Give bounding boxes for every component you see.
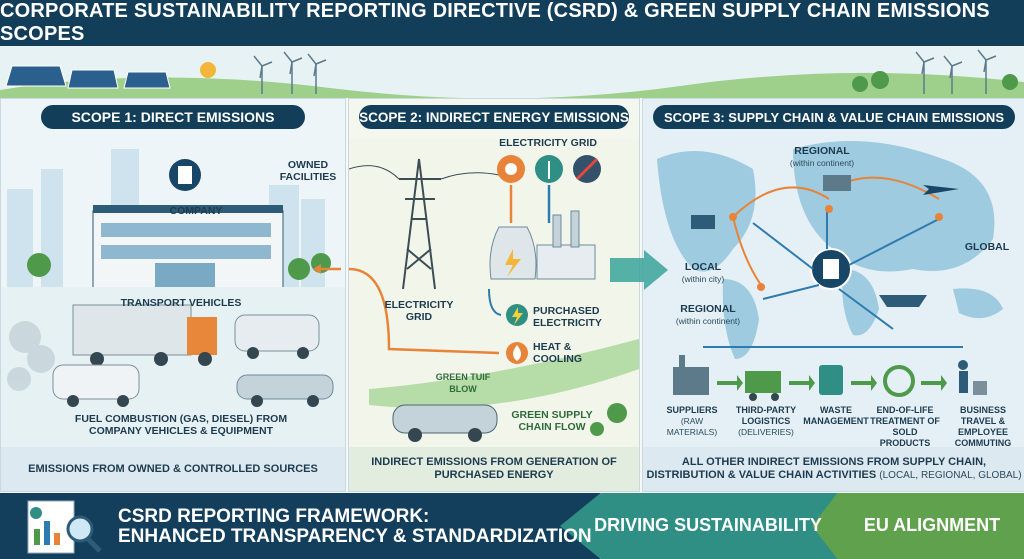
title-banner: CORPORATE SUSTAINABILITY REPORTING DIREC… — [0, 0, 1024, 46]
scope2-footer: INDIRECT EMISSIONS FROM GENERATION OF PU… — [349, 447, 639, 491]
purchased-electricity-label: PURCHASED ELECTRICITY — [533, 305, 602, 329]
delivery-van-icon — [52, 364, 140, 407]
scope1-illustration — [1, 149, 345, 447]
world-map — [657, 141, 1003, 359]
green-supply-chain-flow-label: GREEN SUPPLY CHAIN FLOW — [511, 409, 593, 433]
page-title: CORPORATE SUSTAINABILITY REPORTING DIREC… — [0, 0, 990, 45]
framework-line1: CSRD REPORTING FRAMEWORK: — [118, 506, 430, 527]
car-icon — [236, 374, 334, 407]
driving-sustainability-section — [560, 493, 850, 559]
hub-building-icon — [810, 248, 852, 290]
regional-mid-text: REGIONAL — [680, 303, 736, 315]
step-arrows — [717, 375, 947, 391]
flame-icon — [506, 342, 528, 364]
regional-top-sub: (within continent) — [789, 158, 855, 168]
company-icon — [169, 159, 201, 191]
step-suppliers-sub: (RAW MATERIALS) — [666, 416, 718, 437]
green-flow-band — [369, 339, 639, 409]
local-sub: (within city) — [681, 274, 725, 284]
step-logistics-text: THIRD-PARTY LOGISTICS — [735, 405, 797, 426]
scope3-footer: ALL OTHER INDIRECT EMISSIONS FROM SUPPLY… — [643, 447, 1024, 491]
eu-alignment-section — [812, 493, 1024, 559]
solar-source-icon — [497, 155, 525, 183]
factory-icon — [823, 175, 851, 191]
framework-line2: ENHANCED TRANSPARENCY & STANDARDIZATION — [118, 526, 592, 547]
wind-turbine-icon — [253, 49, 997, 94]
scope2-illustration — [349, 139, 639, 447]
report-magnifier-icon — [27, 500, 102, 554]
scope3-footer-sub: (LOCAL, REGIONAL, GLOBAL) — [879, 470, 1022, 481]
step-logistics-sub: (DELIVERIES) — [738, 427, 794, 437]
electricity-pylon-icon — [349, 158, 500, 290]
electricity-grid-label: ELECTRICITY GRID — [384, 299, 454, 323]
logistics-truck-icon — [745, 371, 781, 401]
traveler-icon — [958, 360, 987, 395]
local-text: LOCAL — [684, 261, 722, 273]
electricity-grid-top-label: ELECTRICITY GRID — [499, 137, 597, 149]
eu-alignment-label: EU ALIGNMENT — [863, 515, 1001, 535]
owned-facilities-label: OWNED FACILITIES — [279, 159, 337, 183]
scope1-panel: SCOPE 1: DIRECT EMISSIONS COMPANY OWNED … — [0, 98, 346, 492]
scope2-header: SCOPE 2: INDIRECT ENERGY EMISSIONS — [359, 105, 629, 129]
airplane-icon — [923, 185, 959, 195]
fossil-source-icon — [573, 155, 601, 183]
green-flow-small-label: GREEN TUIF BLOW — [435, 372, 491, 394]
landscape-strip — [0, 46, 1024, 98]
electric-car-icon — [392, 404, 498, 442]
waste-bin-icon — [819, 365, 843, 395]
scope3-header: SCOPE 3: SUPPLY CHAIN & VALUE CHAIN EMIS… — [653, 105, 1015, 129]
heat-cooling-label: HEAT & COOLING — [533, 341, 582, 365]
wind-source-icon — [535, 155, 563, 183]
step-travel-label: BUSINESS TRAVEL & EMPLOYEE COMMUTING — [954, 405, 1012, 448]
regional-mid-sub: (within continent) — [675, 316, 741, 326]
tree-icon — [590, 403, 627, 436]
power-plant-icon — [489, 210, 596, 280]
scope3-illustration — [643, 99, 1024, 491]
fuel-combustion-label: FUEL COMBUSTION (GAS, DIESEL) FROM COMPA… — [74, 413, 288, 437]
regional-mid-label: REGIONAL (within continent) — [663, 303, 753, 327]
regional-top-label: REGIONAL (within continent) — [777, 145, 867, 169]
recycle-icon — [883, 365, 915, 397]
step-end-of-life-label: END-OF-LIFE TREATMENT OF SOLD PRODUCTS — [870, 405, 940, 448]
scope3-panel: SCOPE 3: SUPPLY CHAIN & VALUE CHAIN EMIS… — [642, 98, 1024, 492]
regional-top-text: REGIONAL — [794, 145, 850, 157]
scope1-header: SCOPE 1: DIRECT EMISSIONS — [41, 105, 305, 129]
driving-sustainability-label: DRIVING SUSTAINABILITY — [594, 515, 822, 535]
step-logistics-label: THIRD-PARTY LOGISTICS (DELIVERIES) — [731, 405, 801, 438]
tree-icon — [852, 71, 1018, 92]
scope3-footer-text: ALL OTHER INDIRECT EMISSIONS FROM SUPPLY… — [643, 456, 1024, 482]
route-arrows-blue — [703, 209, 963, 348]
scope2-panel: SCOPE 2: INDIRECT ENERGY EMISSIONS ELECT… — [348, 98, 640, 492]
smoke-cloud — [7, 321, 55, 391]
flow-arrow — [610, 250, 668, 290]
route-node — [729, 205, 943, 291]
supplier-factory-icon — [673, 355, 709, 395]
scope1-footer: EMISSIONS FROM OWNED & CONTROLLED SOURCE… — [1, 447, 345, 491]
company-building — [92, 205, 284, 292]
solar-panel-icon — [5, 65, 171, 89]
van-icon — [234, 314, 320, 359]
local-label: LOCAL (within city) — [673, 261, 733, 285]
sun-icon — [200, 62, 216, 78]
framework-title: CSRD REPORTING FRAMEWORK: ENHANCED TRANS… — [118, 507, 592, 547]
step-waste-label: WASTE MANAGEMENT — [803, 405, 869, 426]
transport-vehicles-label: TRANSPORT VEHICLES — [120, 297, 242, 309]
step-suppliers-text: SUPPLIERS — [666, 405, 718, 415]
bottom-band: CSRD REPORTING FRAMEWORK: ENHANCED TRANS… — [0, 493, 1024, 559]
electricity-bolt-icon — [506, 304, 528, 326]
global-label: GLOBAL — [964, 241, 1010, 253]
ship-icon — [879, 295, 927, 307]
step-suppliers-label: SUPPLIERS (RAW MATERIALS) — [655, 405, 729, 438]
truck-icon — [72, 304, 217, 366]
company-label: COMPANY — [169, 205, 223, 217]
scope3-footer-main: ALL OTHER INDIRECT EMISSIONS FROM SUPPLY… — [646, 456, 987, 481]
small-truck-icon — [691, 215, 715, 229]
